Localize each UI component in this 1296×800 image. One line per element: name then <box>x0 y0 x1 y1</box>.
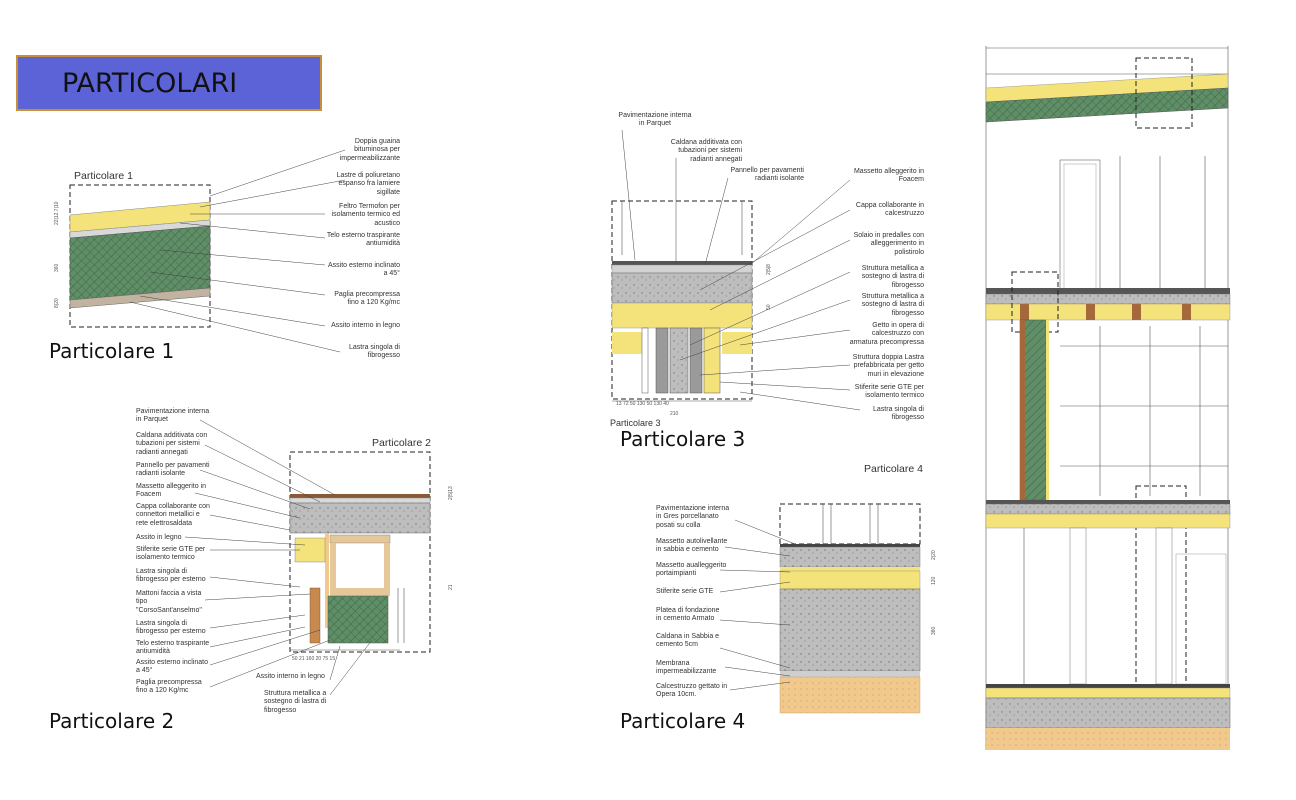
svg-text:210: 210 <box>670 411 679 417</box>
d1-note-1: Doppia guaina bituminosa per impermeabil… <box>339 138 400 162</box>
d4-drawing-title: Particolare 4 <box>864 463 923 475</box>
d3-drawing-title: Particolare 3 <box>610 418 661 428</box>
d2-note-1: Pavimentazione interna in Parquet <box>136 408 210 424</box>
d3-note-4: Struttura metallica a sostegno di lastra… <box>861 265 924 289</box>
d2-note-11: Telo esterno traspirante antiumidità <box>136 640 210 656</box>
d3-section-drawing: 13 72 50 130 50 130 40 210 2|5|8 50 <box>611 200 772 417</box>
svg-text:2|5|13: 2|5|13 <box>448 486 454 500</box>
d4-caption: Particolare 4 <box>620 709 746 733</box>
d2-drawing-title: Particolare 2 <box>372 437 431 449</box>
page-title: PARTICOLARI <box>16 55 322 111</box>
d2-section-drawing: 50 21 160 20 75 15 2|5|13 21 <box>289 451 454 662</box>
d1-section-drawing: 22|12.7|10 360 8|20 <box>54 184 211 328</box>
d2-note-7: Stiferite serie GTE per isolamento termi… <box>136 546 206 562</box>
d3-top-note-1: Pavimentazione interna in Parquet <box>618 112 692 128</box>
d2-note-8: Lastra singola di fibrogesso per esterno <box>136 568 206 584</box>
d4-section-drawing: 2|20 120 380 <box>779 503 937 714</box>
d2-note-5: Cappa collaborante con connettori metall… <box>136 503 210 527</box>
d1-note-5: Assito esterno inclinato a 45° <box>328 262 400 278</box>
d2-note-4: Massetto alleggerito in Foacem <box>136 483 207 499</box>
d3-top-note-2: Caldana additivata con tubazioni per sis… <box>670 139 742 163</box>
d4-note-5: Platea di fondazione in cemento Armato <box>656 607 720 623</box>
d1-note-7: Assito interno in legno <box>331 322 400 329</box>
d3-note-2: Cappa collaborante in calcestruzzo <box>855 202 924 218</box>
d1-note-8: Lastra singola di fibrogesso <box>349 344 400 360</box>
d3-caption: Particolare 3 <box>620 427 746 451</box>
svg-text:380: 380 <box>931 626 937 635</box>
d1-note-2: Lastre di poliuretano espanso fra lamier… <box>336 172 400 196</box>
svg-text:22|12.7|10: 22|12.7|10 <box>54 201 60 225</box>
d1-drawing-title: Particolare 1 <box>74 170 133 182</box>
svg-text:360: 360 <box>54 263 60 272</box>
d2-note-6: Assito in legno <box>136 534 182 541</box>
d4-note-8: Calcestruzzo gettato in Opera 10cm. <box>656 683 728 699</box>
d4-note-1: Pavimentazione interna in Gres porcellan… <box>656 505 730 529</box>
d3-note-8: Stiferite serie GTE per isolamento termi… <box>854 384 924 400</box>
d2-note-bottom-2: Struttura metallica a sostegno di lastra… <box>264 690 327 714</box>
d3-note-7: Struttura doppia Lastra prefabbricata pe… <box>852 354 924 378</box>
svg-text:50: 50 <box>766 304 772 310</box>
d2-note-10: Lastra singola di fibrogesso per esterno <box>136 620 206 636</box>
d4-note-2: Massetto autolivellante in sabbia e ceme… <box>656 538 728 554</box>
svg-text:50 21 160 20: 50 21 160 20 75 15 <box>292 656 335 662</box>
d4-note-3: Massetto aualleggerito portaimpianti <box>656 562 727 578</box>
d2-note-3: Pannello per pavamenti radianti isolante <box>136 462 210 478</box>
svg-text:120: 120 <box>931 576 937 585</box>
d4-note-7: Membrana impermeabilizzante <box>656 660 717 676</box>
d2-note-2: Caldana additivata con tubazioni per sis… <box>136 432 208 456</box>
d2-note-bottom-1: Assito interno in legno <box>256 673 325 680</box>
d2-note-12: Assito esterno inclinato a 45° <box>136 659 208 675</box>
svg-text:8|20: 8|20 <box>54 298 60 308</box>
svg-text:21: 21 <box>448 584 454 590</box>
d4-note-4: Stiferite serie GTE <box>656 588 714 595</box>
d3-top-note-3: Pannello per pavamenti radianti isolante <box>730 167 804 183</box>
d3-note-6: Getto in opera di calcestruzzo con armat… <box>849 322 924 346</box>
d3-note-3: Solaio in predalles con alleggerimento i… <box>853 232 924 256</box>
svg-text:13 72 50 130 50 130 40: 13 72 50 130 50 130 40 <box>616 401 669 407</box>
d3-note-1: Massetto alleggerito in Foacem <box>853 168 924 184</box>
d3-note-5: Struttura metallica a sostegno di lastra… <box>861 293 924 317</box>
d1-note-4: Telo esterno traspirante antiumidità <box>326 232 400 248</box>
d1-note-6: Paglia precompressa fino a 120 Kg/mc <box>334 291 400 307</box>
d1-note-3: Feltro Termofon per isolamento termico e… <box>331 203 400 227</box>
building-section-drawing <box>985 46 1231 750</box>
d2-caption: Particolare 2 <box>49 709 175 733</box>
d3-note-9: Lastra singola di fibrogesso <box>873 406 924 422</box>
d1-caption: Particolare 1 <box>49 339 175 363</box>
d4-note-6: Caldana in Sabbia e cemento 5cm <box>656 633 720 649</box>
svg-text:2|20: 2|20 <box>931 550 937 560</box>
d2-note-9: Mattoni faccia a vista tipo "CorsoSant'a… <box>136 590 202 614</box>
d2-note-13: Paglia precompressa fino a 120 Kg/mc <box>136 679 202 695</box>
svg-text:2|5|8: 2|5|8 <box>766 264 772 275</box>
